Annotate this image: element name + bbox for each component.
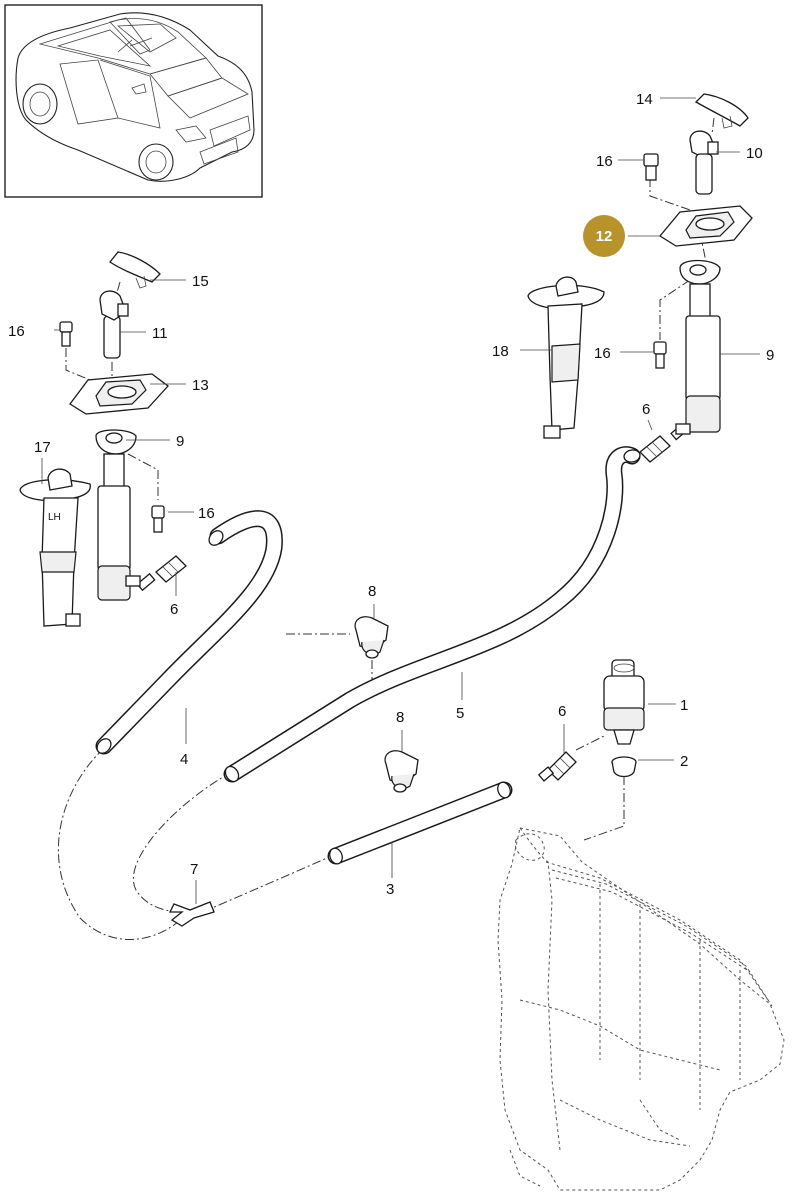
hose-clip-8-upper: [354, 616, 389, 659]
label-8-lower: 8: [396, 709, 404, 726]
suv-vehicle-icon: [15, 12, 255, 182]
label-6-right: 6: [642, 401, 650, 418]
label-14: 14: [636, 91, 653, 108]
label-18: 18: [492, 343, 509, 360]
label-16-right-lower: 16: [594, 345, 611, 362]
vehicle-overview-box: [4, 4, 263, 198]
y-connector-7: [168, 901, 215, 927]
label-9-right: 9: [766, 347, 774, 364]
label-10: 10: [746, 145, 763, 162]
label-6-pump: 6: [558, 703, 566, 720]
label-8-upper: 8: [368, 583, 376, 600]
telescopic-cylinder-9-left: [95, 429, 141, 601]
leader-lines: [41, 97, 760, 904]
label-4: 4: [180, 751, 188, 768]
label-17: 17: [34, 439, 51, 456]
label-7: 7: [190, 861, 198, 878]
telescopic-cylinder-9-right: [675, 259, 721, 435]
spray-nozzle-10: [689, 130, 719, 195]
bolt-16-right-lower: [653, 341, 667, 369]
connector-6-left: [136, 555, 187, 592]
washer-pump-1: [603, 659, 645, 745]
lh-marking: LH: [48, 512, 61, 523]
label-15: 15: [192, 273, 209, 290]
label-13: 13: [192, 377, 209, 394]
hose-4: [95, 510, 283, 755]
nozzle-unit-18: [527, 276, 605, 439]
label-6-left: 6: [170, 601, 178, 618]
bolt-16-left-lower: [151, 505, 165, 533]
label-9-left: 9: [176, 433, 184, 450]
label-3: 3: [386, 881, 394, 898]
hose-clip-8-lower: [384, 750, 419, 793]
bolt-16-left-upper: [59, 321, 73, 347]
label-16-left-lower: 16: [198, 505, 215, 522]
connector-6-pump: [537, 751, 577, 782]
nozzle-unit-17: LH: [19, 468, 91, 627]
washer-fluid-reservoir: [497, 827, 785, 1191]
label-2: 2: [680, 753, 688, 770]
callout-12-highlight[interactable]: 12: [583, 215, 625, 257]
gasket-13: [69, 373, 169, 415]
label-12[interactable]: 12: [596, 228, 613, 245]
label-1: 1: [680, 697, 688, 714]
grommet-2: [611, 756, 637, 778]
label-11: 11: [152, 325, 168, 342]
callout-12-badge[interactable]: [583, 215, 625, 257]
spray-nozzle-11: [99, 290, 129, 359]
part-labels: 1 2 3 4 5 6 6 6 7 8 8 9 9 10 11 13 14 15…: [8, 91, 774, 898]
label-16-left-upper: 16: [8, 323, 25, 340]
cover-cap-15: [109, 251, 161, 289]
hose-3: [327, 781, 513, 865]
label-5: 5: [456, 705, 464, 722]
connection-lines: [57, 117, 715, 940]
gasket-12: [659, 205, 753, 247]
hose-5: [223, 446, 641, 783]
bolt-16-right-upper: [643, 153, 659, 181]
label-16-right-upper: 16: [596, 153, 613, 170]
cover-cap-14: [694, 93, 749, 129]
